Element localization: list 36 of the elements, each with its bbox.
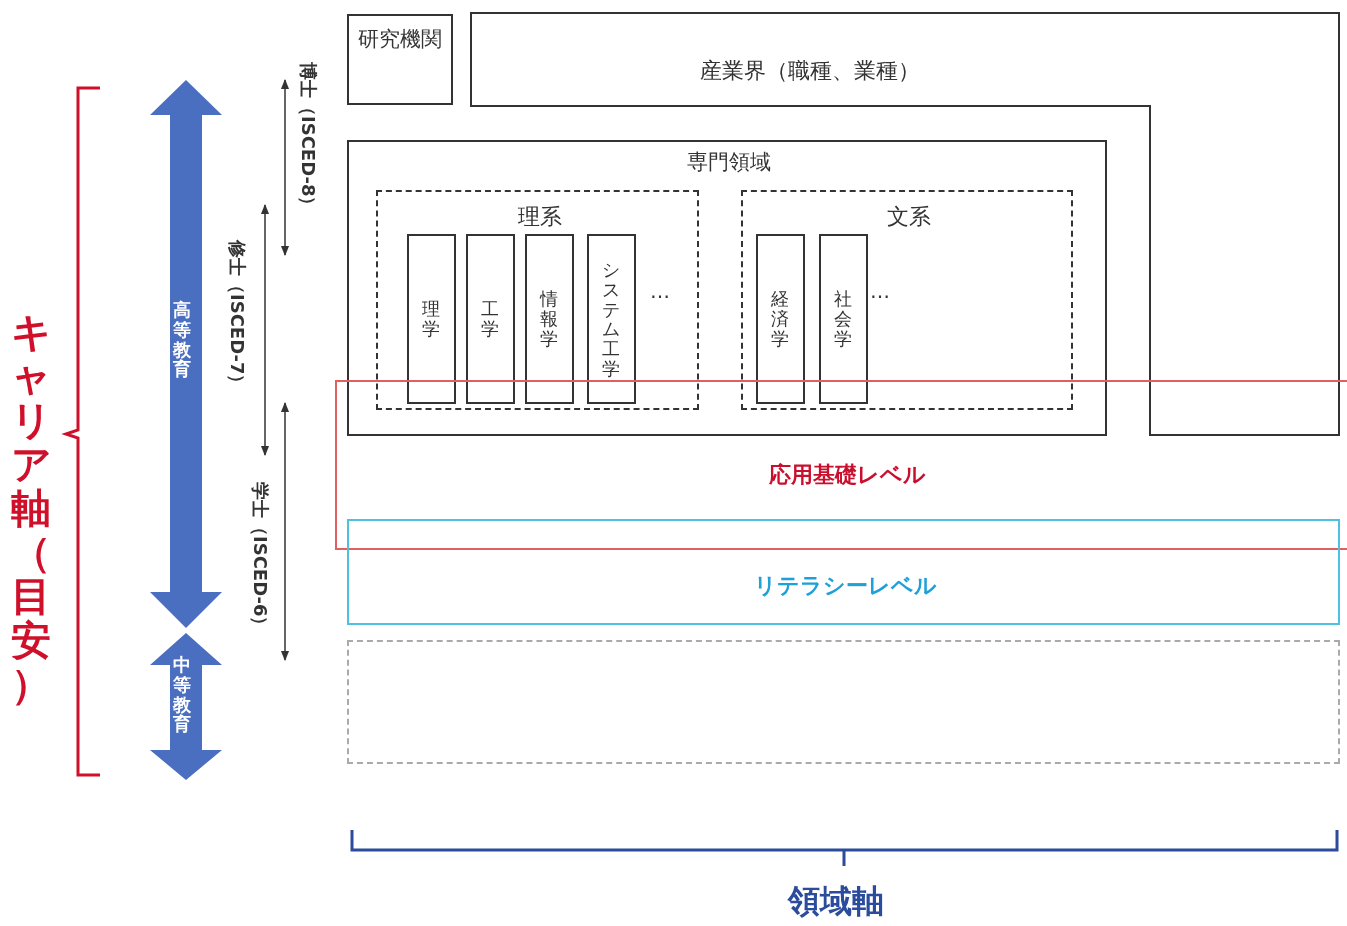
box-label: リテラシーレベル [754,572,937,600]
box-label: 情報学 [540,289,559,349]
level-box [347,519,1340,625]
level-box [335,380,1347,550]
axis-label: 領域軸 [788,884,884,920]
box-label: 産業界（職種、業種） [700,57,920,85]
arrow-label: 高等教育 [173,300,192,380]
box-label: システム工学 [602,259,621,379]
frame-box [347,14,453,105]
degree-label: 博士（ISCED-8） [298,62,318,215]
group-box [376,190,699,410]
subject-box [819,234,868,404]
axis-label: キャリア軸（目安） [10,310,52,706]
degree-label: 修士（ISCED-7） [227,240,247,393]
box-label: 経済学 [771,289,790,349]
subject-box [407,234,456,404]
box-label: 工学 [481,299,500,339]
box-label: 文系 [887,203,931,231]
degree-label: 学士（ISCED-6） [250,482,270,635]
box-label: 研究機関 [357,26,443,53]
box-label: 専門領域 [687,149,771,176]
frame-box [347,140,1107,436]
ellipsis: … [650,280,670,302]
box-label: 応用基礎レベル [768,461,926,489]
group-box [741,190,1073,410]
subject-box [587,234,636,404]
subject-box [525,234,574,404]
subject-box [466,234,515,404]
box-label: 理学 [422,299,441,339]
box-label: 社会学 [834,289,853,349]
frame-box [470,12,1340,436]
ellipsis: … [870,280,890,302]
box-label: 理系 [517,203,562,231]
placeholder-box [347,640,1340,764]
arrow-label: 中等教育 [173,655,192,735]
subject-box [756,234,805,404]
